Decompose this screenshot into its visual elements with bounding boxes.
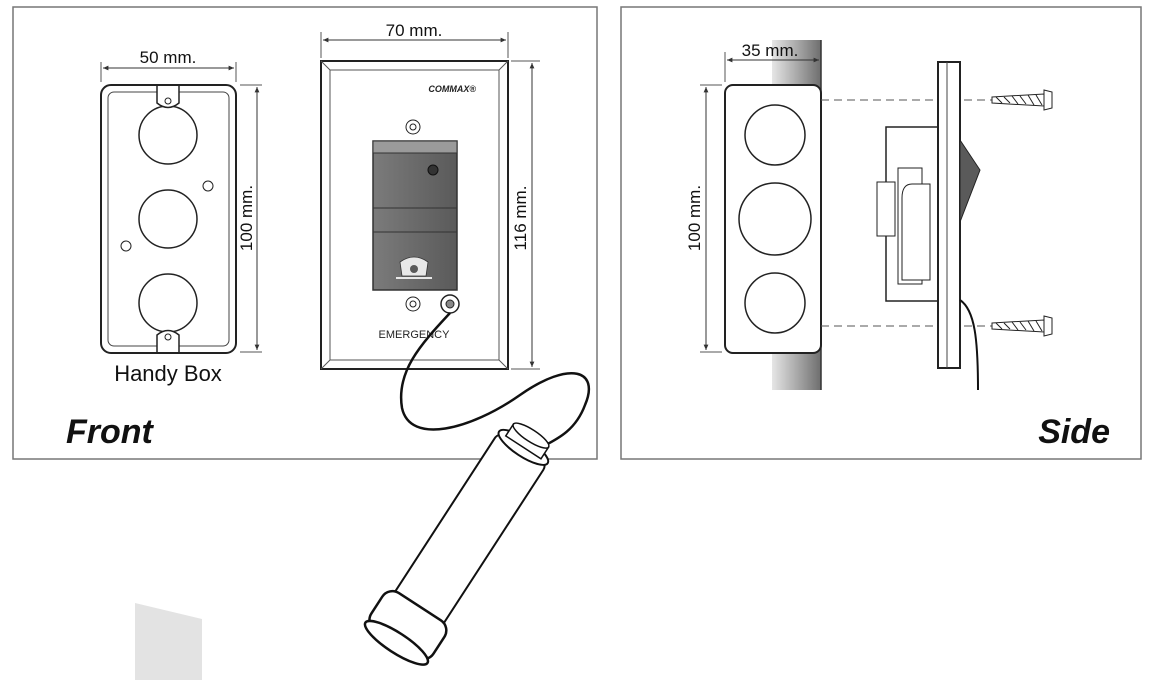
switch-body bbox=[876, 126, 941, 302]
handy-box bbox=[100, 84, 237, 354]
grey-shadow-shape bbox=[135, 603, 202, 680]
brand-logo: COMMAX® bbox=[428, 84, 476, 94]
screw-bottom bbox=[991, 315, 1053, 337]
side-depth-dimension bbox=[724, 52, 819, 82]
side-button-profile bbox=[959, 138, 981, 223]
wall-plate-height-dimension bbox=[511, 60, 540, 370]
alarm-bell-icon bbox=[396, 256, 432, 279]
handy-box-height-label: 100 mm. bbox=[237, 185, 256, 251]
wall-plate-width-dimension bbox=[320, 32, 509, 58]
handy-box-height-dimension bbox=[240, 84, 262, 353]
side-handy-box bbox=[724, 84, 822, 354]
side-height-label: 100 mm. bbox=[685, 185, 704, 251]
side-caption: Side bbox=[1038, 413, 1110, 451]
wall-plate-height-label: 116 mm. bbox=[511, 186, 530, 251]
handy-box-width-dimension bbox=[100, 62, 237, 82]
side-depth-label: 35 mm. bbox=[742, 41, 799, 60]
handy-box-label: Handy Box bbox=[114, 361, 222, 386]
pull-handle bbox=[363, 422, 550, 666]
front-caption: Front bbox=[66, 413, 155, 451]
screw-top bbox=[991, 89, 1053, 111]
handy-box-width-label: 50 mm. bbox=[140, 48, 197, 67]
wall-plate-width-label: 70 mm. bbox=[386, 21, 443, 40]
pull-cord bbox=[399, 312, 591, 450]
emergency-label: EMERGENCY bbox=[379, 329, 451, 341]
side-cable bbox=[959, 299, 979, 391]
side-height-dimension bbox=[700, 84, 722, 353]
side-wall-plate bbox=[937, 61, 961, 369]
